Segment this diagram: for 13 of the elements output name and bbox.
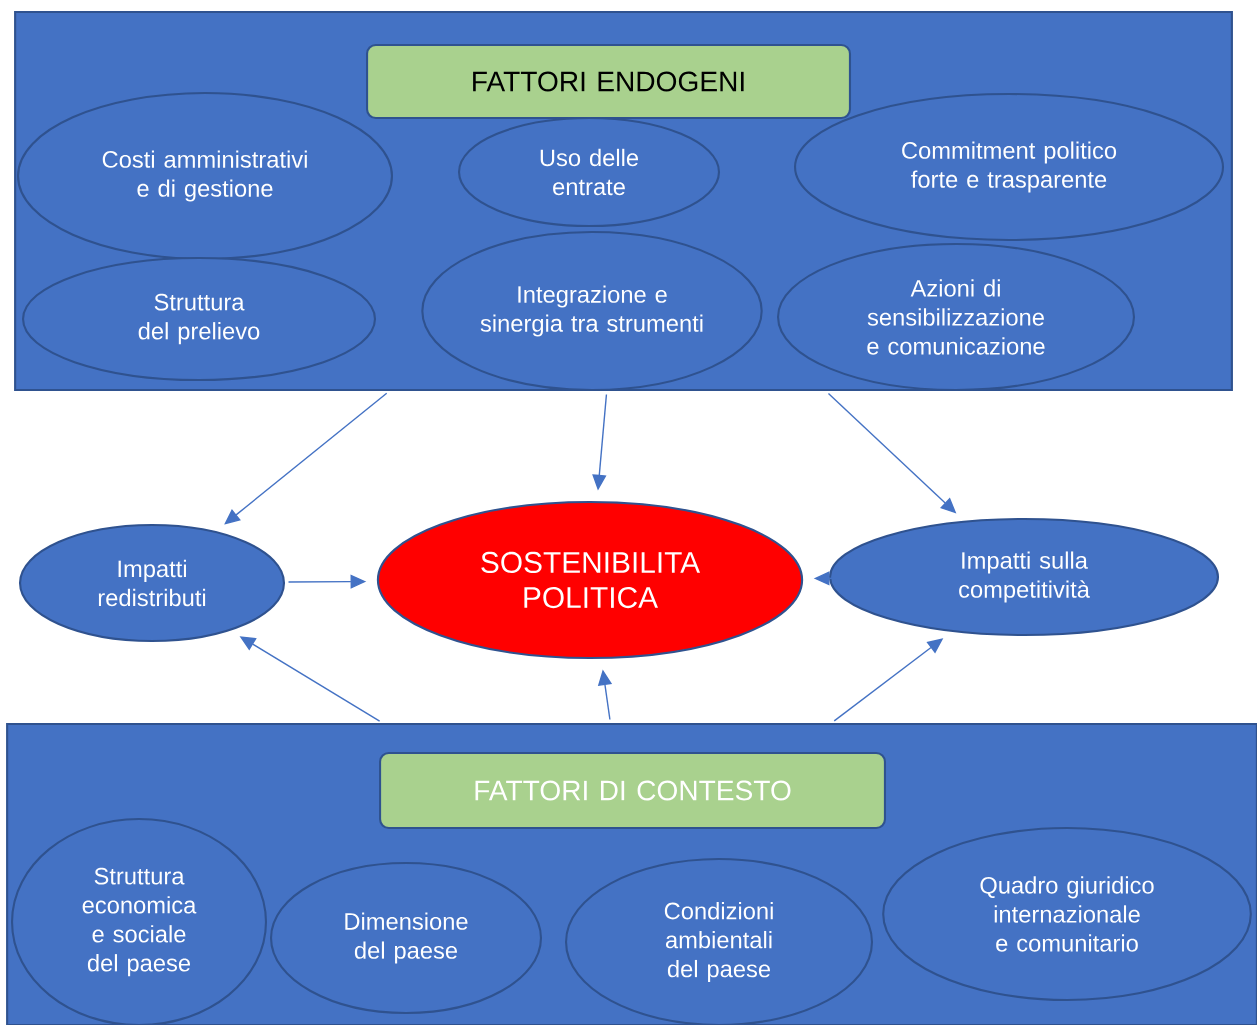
header-box: FATTORI DI CONTESTO bbox=[379, 751, 886, 830]
ellipse-node: Struttura del prelievo bbox=[22, 256, 377, 382]
ellipse-node: Impatti redistributi bbox=[18, 523, 286, 643]
ellipse-node: Uso delle entrate bbox=[457, 116, 721, 228]
ellipse-node: Impatti sulla competitività bbox=[829, 517, 1220, 637]
header-box: FATTORI ENDOGENI bbox=[366, 43, 851, 120]
ellipse-node: Azioni di sensibilizzazione e comunicazione bbox=[777, 242, 1136, 392]
ellipse-node: Commitment politico forte e trasparente bbox=[794, 92, 1225, 242]
ellipse-node: Dimensione del paese bbox=[270, 861, 543, 1015]
ellipse-node: Integrazione e sinergia tra strumenti bbox=[421, 230, 763, 392]
arrow bbox=[224, 392, 388, 525]
ellipse-node: Costi amministrativi e di gestione bbox=[17, 91, 394, 261]
ellipse-node: Quadro giuridico internazionale e comunitario bbox=[882, 826, 1252, 1002]
